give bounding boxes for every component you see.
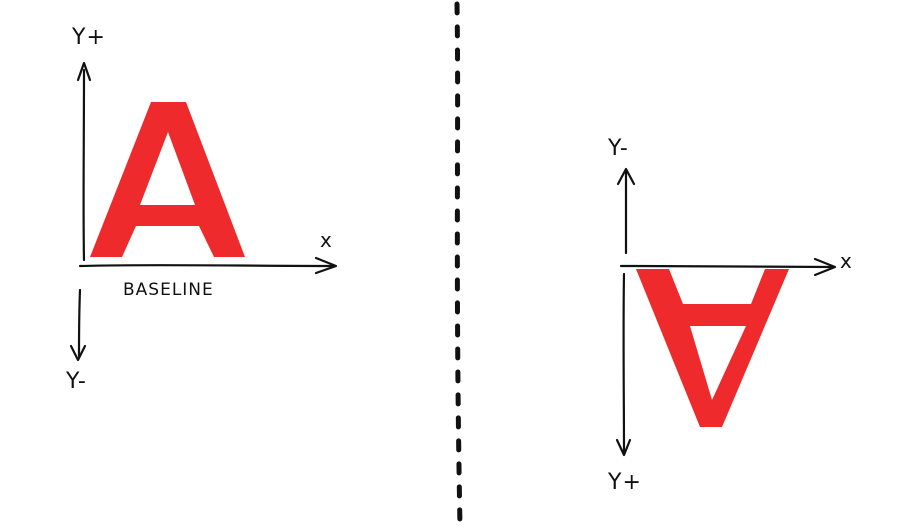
right-x-axis — [619, 264, 834, 269]
dotted-divider — [454, 1, 463, 529]
baseline-label: BASELINE — [123, 280, 214, 300]
right-panel: Y- Y+ x — [607, 136, 853, 495]
left-x-label: x — [320, 228, 333, 252]
left-letter-a-shape — [90, 102, 245, 257]
right-letter-a-inverted-shape — [636, 269, 789, 427]
left-x-axis-arrowhead — [314, 256, 338, 275]
left-x-axis — [78, 264, 335, 268]
left-panel: Y+ Y- x BASELINE — [65, 25, 338, 394]
left-y-axis-negative — [77, 288, 82, 358]
right-letter-a-inverted — [636, 269, 789, 427]
left-y-axis-positive-arrowhead — [76, 61, 92, 82]
left-y-negative-label: Y- — [65, 369, 87, 394]
left-letter-a — [90, 102, 245, 257]
right-y-axis-negative-arrowhead — [616, 167, 636, 186]
right-x-axis-arrowhead — [813, 257, 837, 277]
right-y-axis-positive-arrowhead — [615, 438, 632, 457]
right-y-positive-label: Y+ — [607, 470, 642, 495]
right-y-negative-label: Y- — [607, 136, 629, 161]
left-y-positive-label: Y+ — [71, 25, 106, 50]
divider-line — [454, 1, 463, 529]
right-x-label: x — [840, 249, 853, 273]
left-y-axis-negative-arrowhead — [69, 344, 87, 362]
